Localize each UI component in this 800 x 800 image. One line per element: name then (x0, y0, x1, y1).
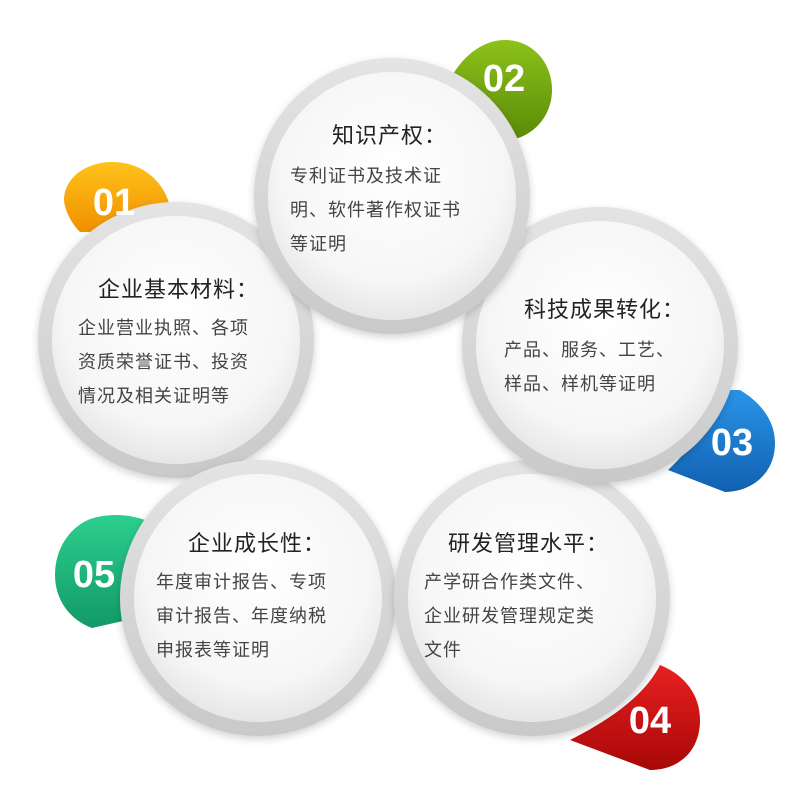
card-04-line-1: 产学研合作类文件、 (424, 572, 595, 593)
badge-04-number: 04 (628, 700, 672, 742)
circle-02-face (268, 72, 516, 320)
card-04-title: 研发管理水平： (448, 532, 610, 557)
card-02-line-1: 专利证书及技术证 (290, 166, 442, 187)
card-01-title: 企业基本材料： (98, 278, 260, 303)
badge-01-number: 01 (92, 182, 136, 224)
card-03-title: 科技成果转化： (524, 298, 686, 323)
circle-01-face (52, 216, 300, 464)
card-02-title: 知识产权： (332, 124, 448, 149)
card-01-line-2: 资质荣誉证书、投资 (78, 352, 249, 373)
card-05-body: 年度审计报告、专项 审计报告、年度纳税 申报表等证明 (156, 566, 327, 668)
card-01-body: 企业营业执照、各项 资质荣誉证书、投资 情况及相关证明等 (78, 312, 249, 414)
card-03-line-1: 产品、服务、工艺、 (504, 340, 675, 361)
card-02-body: 专利证书及技术证 明、软件著作权证书 等证明 (290, 160, 461, 262)
card-01-line-3: 情况及相关证明等 (78, 386, 230, 407)
card-04-line-3: 文件 (424, 640, 462, 661)
badge-03-shape (668, 390, 775, 492)
badge-05-number: 05 (72, 554, 116, 596)
card-03-line-2: 样品、样机等证明 (504, 374, 656, 395)
circle-05-face (134, 474, 382, 722)
card-05-title: 企业成长性： (188, 532, 327, 557)
card-02-line-3: 等证明 (290, 234, 347, 255)
circle-03-face (476, 221, 724, 469)
badge-04-shape (570, 665, 700, 770)
card-05-line-1: 年度审计报告、专项 (156, 572, 327, 593)
card-03-body: 产品、服务、工艺、 样品、样机等证明 (504, 334, 675, 402)
card-04-body: 产学研合作类文件、 企业研发管理规定类 文件 (424, 566, 595, 668)
card-05-line-3: 申报表等证明 (156, 640, 270, 661)
card-04-line-2: 企业研发管理规定类 (424, 606, 595, 627)
card-05-line-2: 审计报告、年度纳税 (156, 606, 327, 627)
card-01-line-1: 企业营业执照、各项 (78, 318, 249, 339)
circle-04-face (408, 474, 656, 722)
badge-02-number: 02 (482, 58, 526, 100)
card-02-line-2: 明、软件著作权证书 (290, 200, 461, 221)
badge-03-number: 03 (710, 422, 754, 464)
